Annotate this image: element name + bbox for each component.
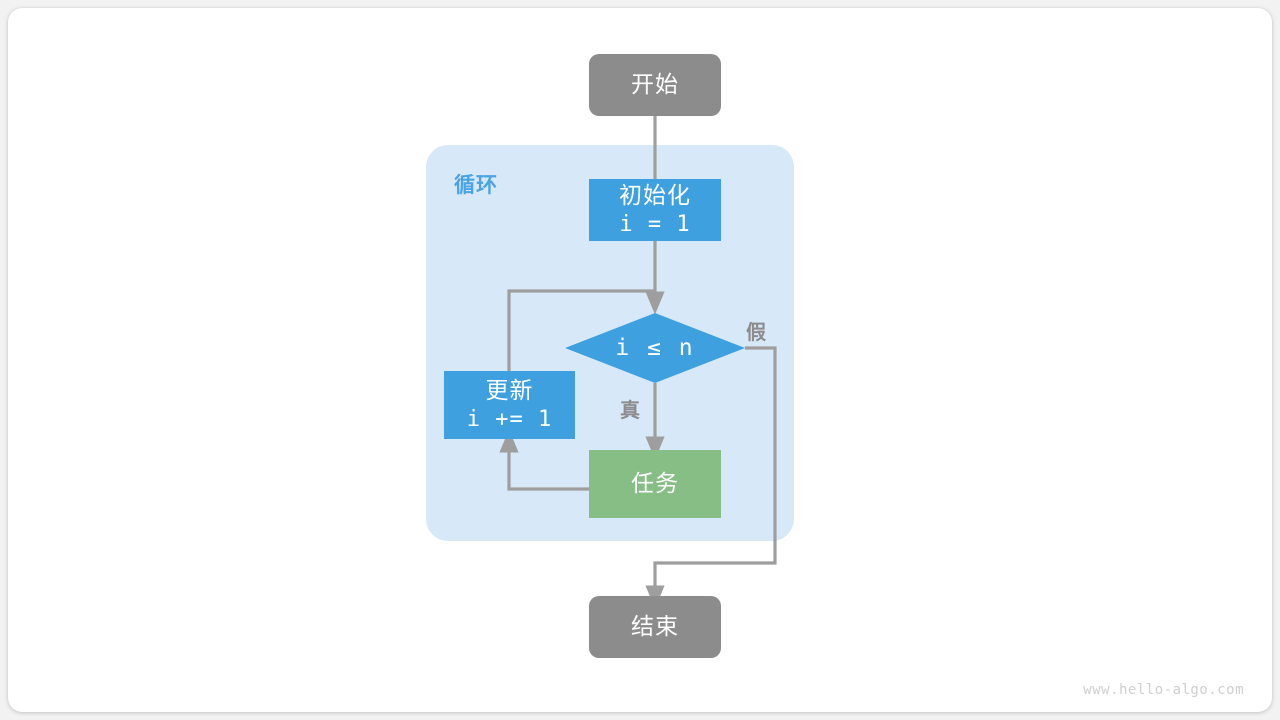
edge-label-false: 假	[746, 322, 767, 344]
edge-label-true: 真	[620, 400, 641, 422]
node-update-code: i += 1	[466, 406, 553, 432]
node-init-code: i = 1	[619, 211, 691, 237]
node-start[interactable]: 开始	[589, 54, 721, 116]
node-end[interactable]: 结束	[589, 596, 721, 658]
node-task-label: 任务	[631, 470, 679, 497]
diagram-card: 循环	[8, 8, 1272, 712]
flow-connectors	[499, 116, 777, 609]
node-init[interactable]: 初始化 i = 1	[589, 179, 721, 241]
node-init-label: 初始化	[619, 182, 691, 209]
node-start-label: 开始	[631, 71, 679, 98]
node-end-label: 结束	[631, 613, 679, 640]
node-update[interactable]: 更新 i += 1	[444, 371, 575, 439]
watermark: www.hello-algo.com	[1083, 682, 1244, 698]
node-update-label: 更新	[485, 377, 534, 404]
loop-container-label: 循环	[454, 174, 498, 197]
node-task[interactable]: 任务	[589, 450, 721, 518]
decision-node-shape	[565, 313, 745, 383]
